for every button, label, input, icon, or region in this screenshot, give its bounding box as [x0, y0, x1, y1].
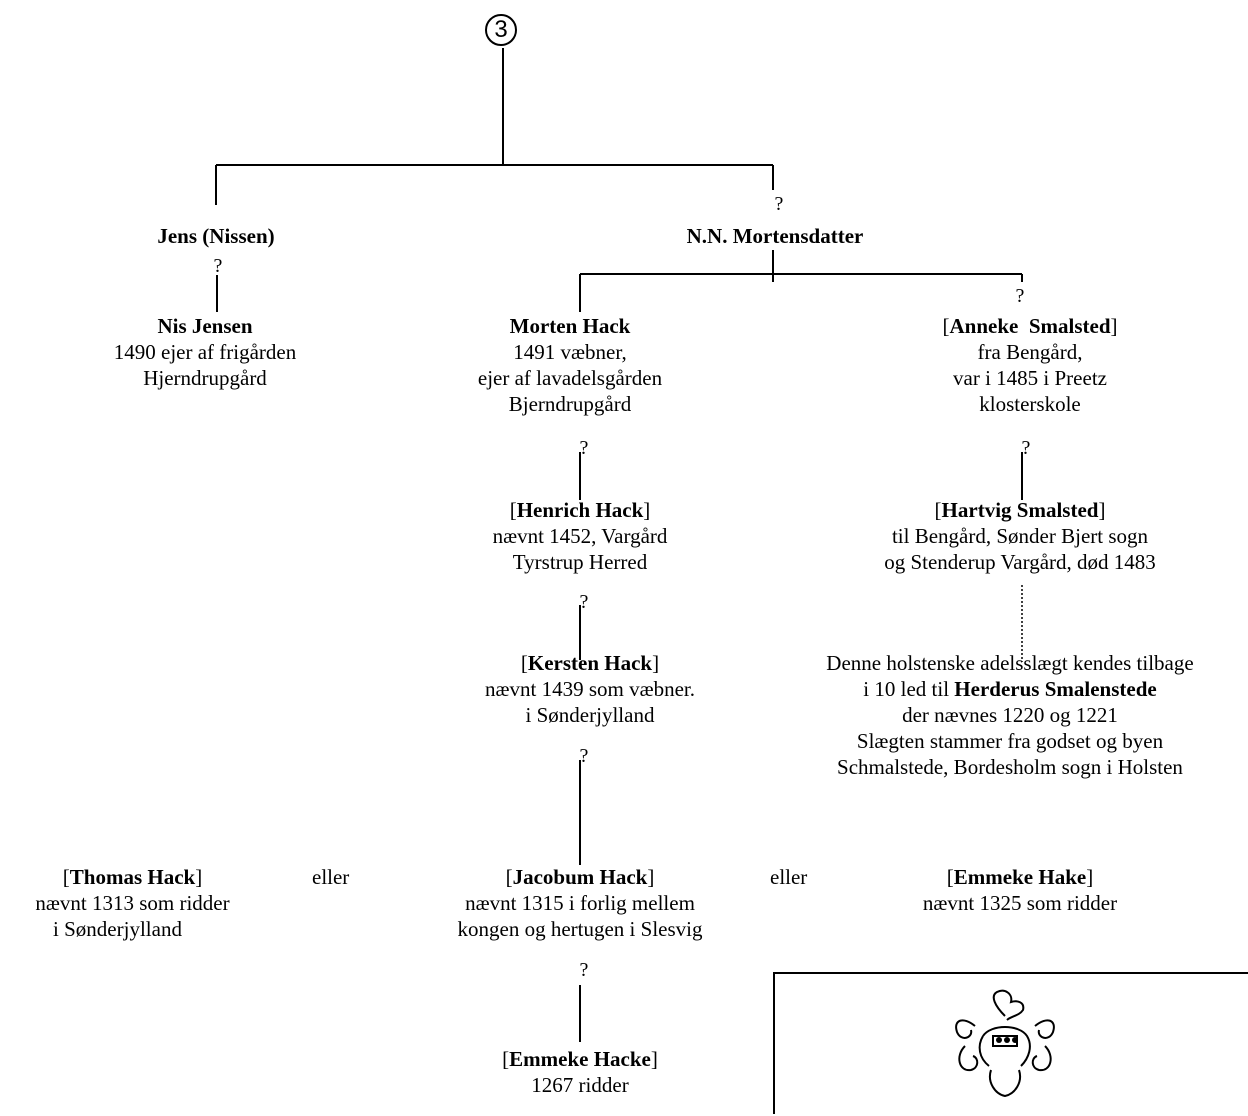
person-detail: i Sønderjylland [525, 703, 655, 727]
crest-shield [989, 1069, 1021, 1098]
person-name: Henrich Hack [516, 498, 644, 522]
coat-of-arms-frame [773, 972, 1248, 1114]
person-name: N.N. Mortensdatter [686, 224, 864, 248]
person-detail: Hjerndrupgård [143, 366, 267, 390]
question-mark: ? [579, 745, 589, 767]
question-mark: ? [774, 193, 784, 215]
note-line: der nævnes 1220 og 1221 [902, 703, 1118, 727]
person-detail: klosterskole [979, 392, 1081, 416]
note-line: Denne holstenske adelsslægt kendes tilba… [826, 651, 1194, 675]
person-name: Jens (Nissen) [157, 224, 275, 248]
person-name: Hartvig Smalsted [941, 498, 1099, 522]
person-detail: nævnt 1452, Vargård [492, 524, 668, 548]
question-mark: ? [213, 255, 223, 277]
person-detail: nævnt 1313 som ridder [35, 891, 230, 915]
crest-right-scroll [1034, 1019, 1055, 1039]
crest-lower-right-scroll [1031, 1045, 1052, 1072]
person-morten-hack: Morten Hack 1491 væbner, ejer af lavadel… [420, 313, 720, 417]
person-thomas-hack: [Thomas Hack] nævnt 1313 som ridder i Sø… [0, 864, 265, 942]
person-emmeke-hake: [Emmeke Hake] nævnt 1325 som ridder [870, 864, 1170, 916]
person-detail: fra Bengård, [977, 340, 1083, 364]
person-detail: og Stenderup Vargård, død 1483 [884, 550, 1156, 574]
note-line: Slægten stammer fra godset og byen [856, 729, 1164, 753]
person-hartvig-smalsted: [Hartvig Smalsted] til Bengård, Sønder B… [820, 497, 1220, 575]
person-jacobum-hack: [Jacobum Hack] nævnt 1315 i forlig melle… [405, 864, 755, 942]
person-name: Morten Hack [509, 314, 631, 338]
root-marker: 3 [485, 14, 517, 46]
question-mark: ? [579, 959, 589, 981]
person-anneke-smalsted: [Anneke Smalsted] fra Bengård, var i 148… [880, 313, 1180, 417]
person-detail: Tyrstrup Herred [512, 550, 648, 574]
person-detail: til Bengård, Sønder Bjert sogn [891, 524, 1149, 548]
crest-mantle-right [982, 1026, 1031, 1067]
person-name: Nis Jensen [157, 314, 253, 338]
person-name: Emmeke Hake [953, 865, 1087, 889]
person-henrich-hack: [Henrich Hack] nævnt 1452, Vargård Tyrst… [430, 497, 730, 575]
crest-lower-left-scroll [958, 1045, 979, 1072]
person-name: Herderus Smalenstede [954, 677, 1157, 701]
person-detail: nævnt 1315 i forlig mellem [465, 891, 695, 915]
question-mark: ? [1015, 285, 1025, 307]
person-detail: nævnt 1325 som ridder [922, 891, 1118, 915]
person-detail: 1490 ejer af frigården [113, 340, 297, 364]
question-mark: ? [1021, 437, 1031, 459]
crest-dog-head [992, 989, 1025, 1021]
person-name: Jacobum Hack [512, 865, 648, 889]
person-detail: 1267 ridder [531, 1073, 629, 1097]
or-label: eller [770, 865, 808, 889]
person-emmeke-hacke: [Emmeke Hacke] 1267 ridder [430, 1046, 730, 1098]
question-mark: ? [579, 591, 589, 613]
person-detail: kongen og hertugen i Slesvig [457, 917, 703, 941]
note-line: Schmalstede, Bordesholm sogn i Holsten [837, 755, 1183, 779]
person-detail: i Sønderjylland [53, 917, 182, 941]
person-name: Emmeke Hacke [509, 1047, 651, 1071]
person-name: Anneke Smalsted [949, 314, 1111, 338]
person-detail: 1491 væbner, [513, 340, 627, 364]
person-nis-jensen: Nis Jensen 1490 ejer af frigården Hjernd… [80, 313, 330, 391]
person-name: Thomas Hack [69, 865, 196, 889]
coat-of-arms-icon [955, 989, 1055, 1098]
person-detail: var i 1485 i Preetz [953, 366, 1107, 390]
question-mark: ? [579, 437, 589, 459]
lineage-note: Denne holstenske adelsslægt kendes tilba… [772, 650, 1248, 780]
person-nn-mortensdatter: N.N. Mortensdatter [640, 223, 910, 249]
person-kersten-hack: [Kersten Hack] nævnt 1439 som væbner. i … [440, 650, 740, 728]
person-jens: Jens (Nissen) [116, 223, 316, 249]
person-name: Kersten Hack [527, 651, 653, 675]
crest-mantle-left [978, 1035, 990, 1067]
or-label: eller [312, 865, 350, 889]
person-detail: nævnt 1439 som væbner. [484, 677, 695, 701]
crest-left-scroll [955, 1019, 976, 1039]
person-detail: Bjerndrupgård [508, 392, 632, 416]
person-detail: ejer af lavadelsgården [477, 366, 663, 390]
